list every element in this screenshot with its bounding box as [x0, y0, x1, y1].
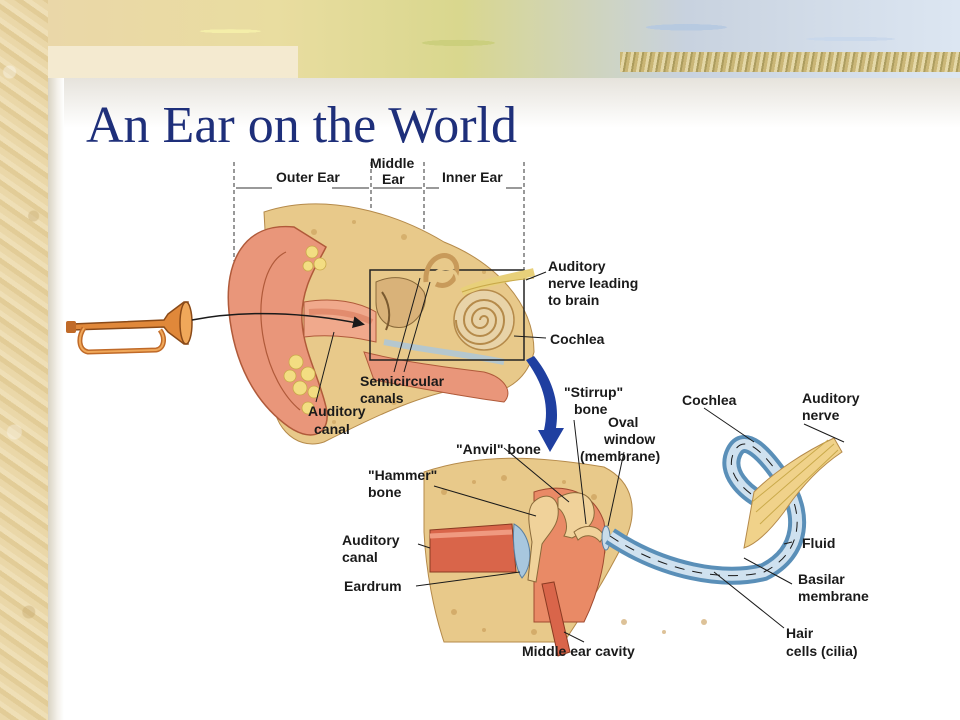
auditory-canal-lower-label-2: canal	[342, 549, 378, 565]
auditory-nerve-label-1: Auditory	[548, 258, 606, 274]
fluid-label: Fluid	[802, 535, 835, 551]
cochlea-lower-label: Cochlea	[682, 392, 737, 408]
auditory-nerve-lower-label-2: nerve	[802, 407, 840, 423]
auditory-nerve-label-2: nerve leading	[548, 275, 638, 291]
middle-inner-ear-illustration	[369, 253, 535, 361]
ear-diagram: Outer Ear Middle Ear Inner Ear	[64, 152, 960, 666]
hammer-label-2: bone	[368, 484, 402, 500]
oval-window-label-3: (membrane)	[580, 448, 660, 464]
stirrup-label-1: "Stirrup"	[564, 384, 623, 400]
banner-fade	[48, 78, 960, 128]
inner-ear-label: Inner Ear	[442, 169, 503, 185]
auditory-canal-upper-label-1: Auditory	[308, 403, 366, 419]
auditory-nerve-label-3: to brain	[548, 292, 599, 308]
hammer-label-1: "Hammer"	[368, 467, 437, 483]
anvil-label: "Anvil" bone	[456, 441, 541, 457]
zoom-arrow	[526, 356, 564, 452]
ear-diagram-svg: Outer Ear Middle Ear Inner Ear	[66, 155, 869, 659]
auditory-canal-upper-label-2: canal	[314, 421, 350, 437]
hair-cells-label-1: Hair	[786, 625, 814, 641]
decorative-left-strip	[0, 0, 48, 720]
oval-window-label-2: window	[603, 431, 655, 447]
basilar-label-1: Basilar	[798, 571, 845, 587]
middle-ear-cavity-label: Middle ear cavity	[522, 643, 635, 659]
outer-ear-label: Outer Ear	[276, 169, 340, 185]
zoomed-middle-ear-illustration	[423, 435, 843, 657]
slide-title: An Ear on the World	[86, 97, 517, 154]
stirrup-label-2: bone	[574, 401, 608, 417]
banner-band	[620, 52, 960, 72]
oval-window-label-1: Oval	[608, 414, 638, 430]
semicircular-label-2: canals	[360, 390, 404, 406]
sound-path-arrow	[191, 312, 365, 329]
banner-cutout	[48, 46, 298, 78]
middle-ear-label-line2: Ear	[382, 171, 405, 187]
lower-leader-lines	[415, 407, 845, 643]
auditory-nerve-lower-label-1: Auditory	[802, 390, 860, 406]
upper-leader-lines	[315, 271, 547, 403]
auditory-canal-lower-label-1: Auditory	[342, 532, 400, 548]
middle-ear-label-line1: Middle	[370, 155, 415, 171]
left-shadow	[48, 78, 64, 720]
bugle-illustration	[66, 301, 193, 355]
hair-cells-label-2: cells (cilia)	[786, 643, 858, 659]
cochlea-upper-label: Cochlea	[550, 331, 605, 347]
semicircular-label-1: Semicircular	[360, 373, 445, 389]
eardrum-label: Eardrum	[344, 578, 402, 594]
basilar-label-2: membrane	[798, 588, 869, 604]
